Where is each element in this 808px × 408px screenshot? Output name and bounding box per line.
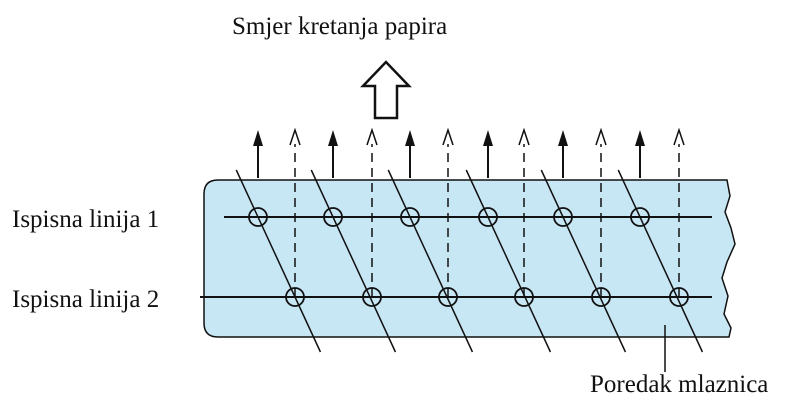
nozzle-line-1: [323, 207, 343, 227]
nozzle-column-line: [310, 169, 397, 353]
open-arrow-head-icon: [442, 127, 454, 146]
open-arrow-head-icon: [518, 127, 530, 146]
solid-arrow-head-icon: [558, 130, 568, 146]
open-arrow-head-icon: [673, 127, 685, 146]
print-line-2-label: Ispisna linija 2: [12, 286, 160, 313]
direction-arrows-layer: [253, 60, 685, 297]
paper-strip: [203, 179, 736, 338]
solid-arrow-head-icon: [635, 130, 645, 146]
nozzle-line-1: [630, 207, 650, 227]
print-line-1-label: Ispisna linija 1: [12, 206, 160, 233]
nozzle-column-line: [617, 169, 704, 353]
open-arrow-head-icon: [366, 127, 378, 146]
solid-arrow-head-icon: [253, 130, 263, 146]
paper-direction-title: Smjer kretanja papira: [232, 13, 448, 40]
nozzle-column-line: [540, 169, 627, 353]
nozzle-row-label: Poredak mlaznica: [590, 371, 769, 398]
nozzle-line-1: [553, 207, 573, 227]
nozzle-column-line: [387, 169, 474, 353]
nozzle-column-line: [465, 169, 552, 353]
nozzle-column-line: [235, 169, 322, 353]
nozzle-line-1: [248, 207, 268, 227]
paper-strip-layer: [203, 179, 736, 338]
nozzle-line-1: [478, 207, 498, 227]
open-arrow-head-icon: [595, 127, 607, 146]
diagram-lines-layer: [200, 169, 712, 372]
solid-arrow-head-icon: [483, 130, 493, 146]
open-arrow-head-icon: [289, 127, 301, 146]
solid-arrow-head-icon: [405, 130, 415, 146]
nozzle-line-1: [400, 207, 420, 227]
paper-direction-arrow-icon: [360, 60, 412, 120]
solid-arrow-head-icon: [328, 130, 338, 146]
